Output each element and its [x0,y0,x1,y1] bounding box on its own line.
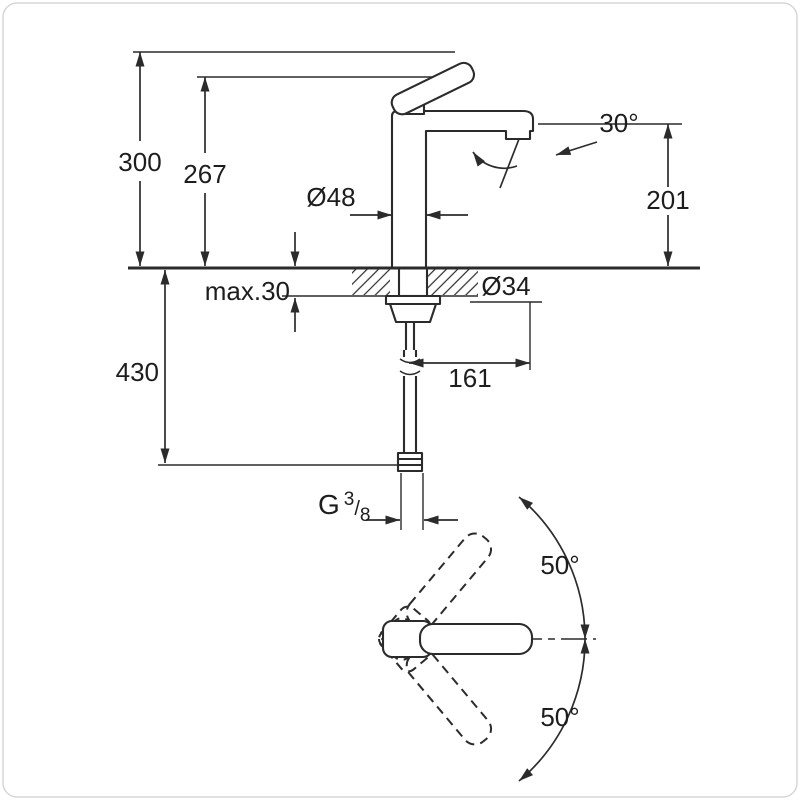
dim-label-max-thickness: max.30 [205,276,290,306]
dim-spray-angle: 30° [555,108,639,156]
dim-spout-height: 201 [646,124,690,266]
handle-lever-plan [418,622,534,656]
dim-label-spray-angle: 30° [599,108,638,138]
thread-numerator: 3 [344,489,355,510]
rotation-arrow [472,151,518,170]
thread-denominator: 8 [360,505,371,526]
deck-cross-section [352,269,478,295]
dim-label-spout-reach: 161 [448,363,491,393]
thread-prefix: G [318,489,340,520]
dim-body-height: 267 [183,77,227,266]
swivel-arc-upper [518,496,590,640]
dim-label-swivel-down: 50° [540,702,579,732]
dim-label-overall-height: 300 [118,147,161,177]
supply-hose [396,350,424,473]
dim-hole-diameter: Ø34 [481,271,530,301]
hose-connector-nut [396,451,424,473]
dim-label-below-deck-length: 430 [116,357,159,387]
handle-solid-plan [381,619,534,659]
dim-label-swivel-up: 50° [540,550,579,580]
dim-label-spout-height: 201 [646,185,689,215]
dim-spout-reach: 161 [409,358,530,393]
dim-label-hole-diameter: Ø34 [481,271,530,301]
water-stream-indicator [472,138,520,189]
dim-label-body-diameter: Ø48 [306,182,355,212]
handle-lever-side [390,61,476,116]
side-view: 300 267 201 30° Ø48 max.30 Ø34 [116,51,700,530]
faucet-body [390,109,535,270]
mounting-nut [388,302,438,324]
dim-label-body-height: 267 [183,159,226,189]
swivel-arc-lower [518,638,590,782]
threaded-shank [397,266,429,298]
mounting-hardware [384,266,442,350]
plan-view: 50° 50° [377,496,596,782]
hose-break-mark [399,358,421,364]
extension-lines [133,51,682,530]
mounting-washer [384,294,442,306]
hose-break-mark [399,370,421,376]
dim-body-diameter: Ø48 [306,182,468,220]
dim-max-mounting-thickness: max.30 [205,232,300,332]
dim-overall-height: 300 [118,52,162,266]
dim-below-deck-length: 430 [116,270,170,463]
faucet-outline [390,61,535,270]
thread-slash: / [354,498,360,520]
